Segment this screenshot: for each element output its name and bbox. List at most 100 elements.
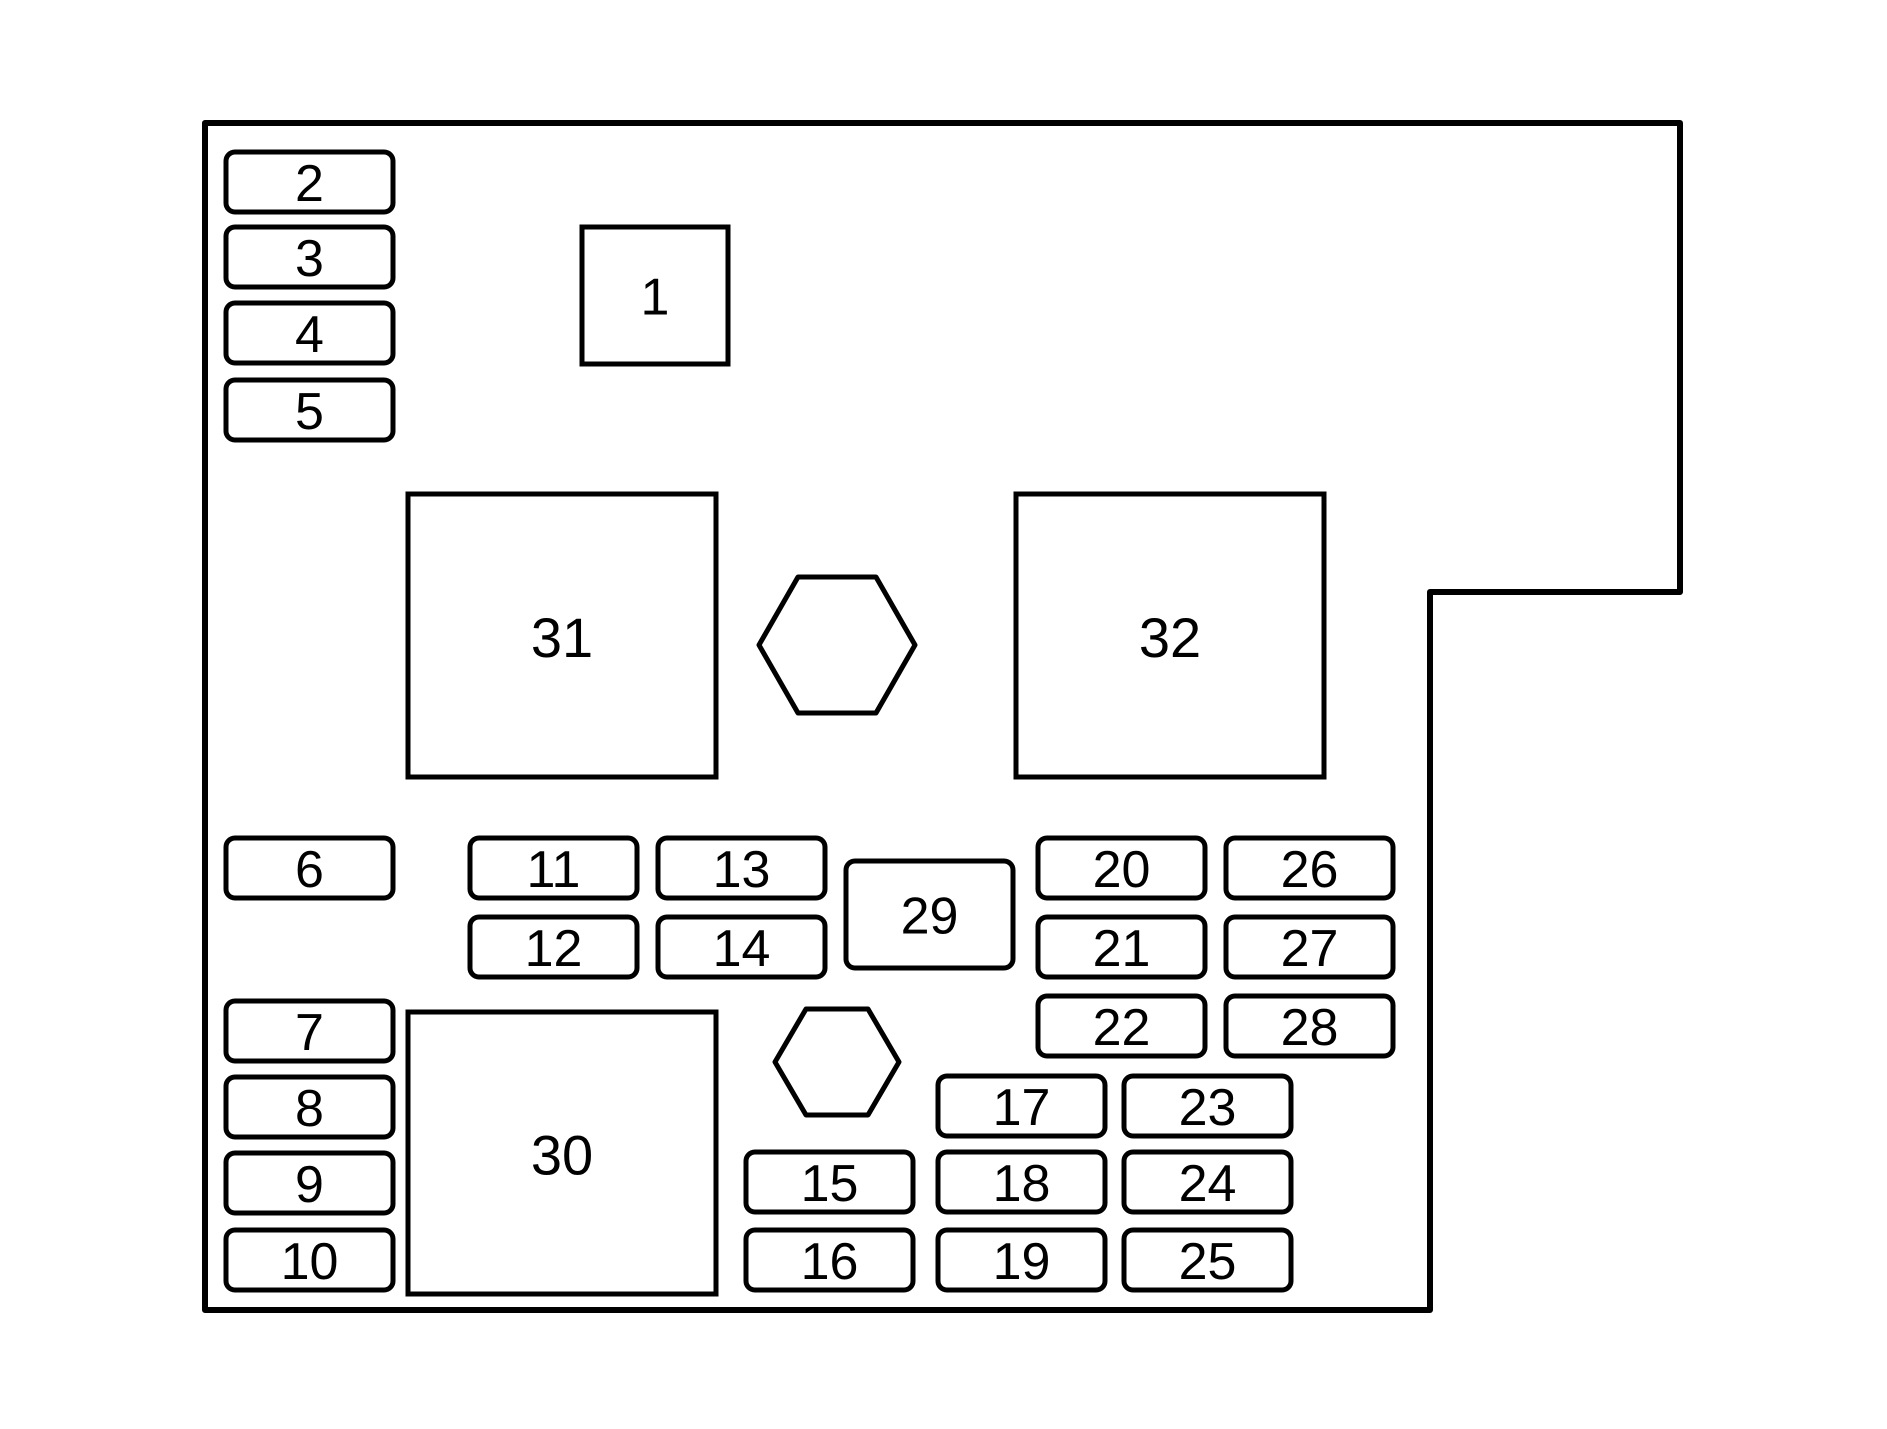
relay-29: 29	[843, 858, 1016, 971]
fuse-15-label: 15	[801, 1155, 859, 1213]
fuse-23-label: 23	[1179, 1079, 1237, 1137]
fuse-16: 16	[743, 1227, 916, 1293]
relay-31: 31	[405, 491, 719, 780]
fuse-9: 9	[223, 1150, 396, 1216]
fuse-12: 12	[467, 914, 640, 980]
fuse-3: 3	[223, 224, 396, 290]
relay-32-label: 32	[1139, 606, 1201, 669]
relay-1-label: 1	[641, 269, 670, 327]
fuse-8-box	[223, 1074, 396, 1140]
fuse-14: 14	[655, 914, 828, 980]
fuse-10-label: 10	[281, 1233, 339, 1291]
fuse-16-label: 16	[801, 1233, 859, 1291]
fuse-3-box	[223, 224, 396, 290]
relay-29-label: 29	[901, 888, 959, 946]
fuse-15: 15	[743, 1149, 916, 1215]
relay-32-box	[1013, 491, 1327, 780]
fuse-18-box	[935, 1149, 1108, 1215]
fuse-24: 24	[1121, 1149, 1294, 1215]
relay-32: 32	[1013, 491, 1327, 780]
fuse-21-box	[1035, 914, 1208, 980]
fuse-20-label: 20	[1093, 841, 1151, 899]
relay-31-box	[405, 491, 719, 780]
fuse-7: 7	[223, 998, 396, 1064]
fuse-18-label: 18	[993, 1155, 1051, 1213]
fuse-22-box	[1035, 993, 1208, 1059]
fuse-19: 19	[935, 1227, 1108, 1293]
relay-30: 30	[405, 1009, 719, 1297]
fuse-27-label: 27	[1281, 920, 1339, 978]
fuse-28: 28	[1223, 993, 1396, 1059]
fuse-27-box	[1223, 914, 1396, 980]
relay-31-label: 31	[531, 606, 593, 669]
fuse-25: 25	[1121, 1227, 1294, 1293]
fuse-10-box	[223, 1227, 396, 1293]
fuse-5-box	[223, 377, 396, 443]
fuse-6-label: 6	[295, 841, 324, 899]
fuse-13-label: 13	[713, 841, 771, 899]
fuse-block-outline	[202, 120, 1683, 1313]
fuse-4-box	[223, 300, 396, 366]
fuse-4-label: 4	[295, 306, 324, 364]
fuse-13: 13	[655, 835, 828, 901]
relay-30-box	[405, 1009, 719, 1297]
fuse-6-box	[223, 835, 396, 901]
fuse-20: 20	[1035, 835, 1208, 901]
fuse-19-label: 19	[993, 1233, 1051, 1291]
relay-29-box	[843, 858, 1016, 971]
fuse-7-label: 7	[295, 1004, 324, 1062]
fuse-8-label: 8	[295, 1080, 324, 1138]
relay-1-box	[579, 224, 731, 367]
fuse-16-box	[743, 1227, 916, 1293]
mounting-hex-lower	[772, 1006, 902, 1118]
fuse-2-label: 2	[295, 155, 324, 213]
fuse-23: 23	[1121, 1073, 1294, 1139]
fuse-17: 17	[935, 1073, 1108, 1139]
fuse-27: 27	[1223, 914, 1396, 980]
fuse-19-box	[935, 1227, 1108, 1293]
fuse-22: 22	[1035, 993, 1208, 1059]
fuse-2-box	[223, 149, 396, 215]
fuse-25-box	[1121, 1227, 1294, 1293]
fuse-6: 6	[223, 835, 396, 901]
fuse-11-label: 11	[527, 841, 581, 899]
fuse-17-box	[935, 1073, 1108, 1139]
fuse-26-box	[1223, 835, 1396, 901]
fuse-22-label: 22	[1093, 999, 1151, 1057]
relay-1: 1	[579, 224, 731, 367]
mounting-hex-upper	[756, 574, 918, 716]
fuse-12-label: 12	[525, 920, 583, 978]
fuse-24-label: 24	[1179, 1155, 1237, 1213]
fuse-20-box	[1035, 835, 1208, 901]
fuse-5-label: 5	[295, 383, 324, 441]
fuse-10: 10	[223, 1227, 396, 1293]
fuse-5: 5	[223, 377, 396, 443]
fuse-3-label: 3	[295, 230, 324, 288]
fuse-11-box	[467, 835, 640, 901]
fuse-26: 26	[1223, 835, 1396, 901]
fuse-28-label: 28	[1281, 999, 1339, 1057]
fuse-8: 8	[223, 1074, 396, 1140]
fuse-7-box	[223, 998, 396, 1064]
fuse-18: 18	[935, 1149, 1108, 1215]
fuse-26-label: 26	[1281, 841, 1339, 899]
fuse-25-label: 25	[1179, 1233, 1237, 1291]
fuse-11: 11	[467, 835, 640, 901]
fuse-23-box	[1121, 1073, 1294, 1139]
fuse-9-label: 9	[295, 1156, 324, 1214]
fuse-21: 21	[1035, 914, 1208, 980]
fuse-28-box	[1223, 993, 1396, 1059]
fuse-13-box	[655, 835, 828, 901]
fuse-9-box	[223, 1150, 396, 1216]
fuse-12-box	[467, 914, 640, 980]
fuse-14-box	[655, 914, 828, 980]
fuse-2: 2	[223, 149, 396, 215]
fuse-24-box	[1121, 1149, 1294, 1215]
fuse-21-label: 21	[1093, 920, 1151, 978]
relay-30-label: 30	[531, 1124, 593, 1187]
fuse-17-label: 17	[993, 1079, 1051, 1137]
fuse-15-box	[743, 1149, 916, 1215]
fuse-14-label: 14	[713, 920, 771, 978]
fuse-4: 4	[223, 300, 396, 366]
